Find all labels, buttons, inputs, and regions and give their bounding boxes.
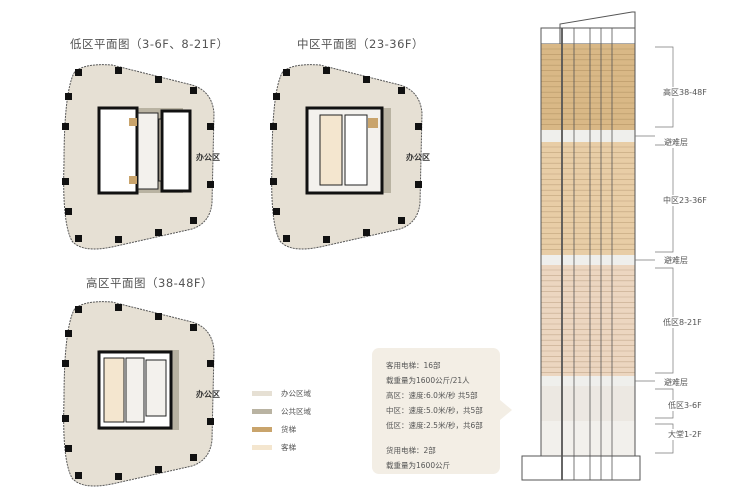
freight-elevator-swatch — [252, 426, 272, 432]
roof-parapet — [540, 27, 561, 45]
zone-label: 低区3-6F — [668, 400, 702, 411]
legend-label: 办公区域 — [281, 388, 311, 398]
office-swatch — [252, 390, 272, 396]
facade-outline — [540, 27, 636, 457]
zone-label: 中区23-36F — [663, 195, 707, 206]
legend-item: 公共区域 — [252, 402, 311, 420]
zone-band — [541, 386, 635, 421]
elevator-info-callout: 客用电梯：16部 载重量为1600公斤/21人 高区：速度:6.0米/秒 共5部… — [372, 348, 512, 474]
legend-item: 客梯 — [252, 438, 311, 456]
info-line: 载重量为1600公斤 — [386, 461, 451, 470]
passenger-elevator-swatch — [252, 444, 272, 450]
zone-band — [541, 265, 635, 376]
refuge-floor-label: 避难层 — [664, 137, 688, 148]
zone-band — [541, 130, 635, 142]
info-line: 高区：速度:6.0米/秒 共5部 — [386, 391, 478, 400]
mid-plan-office-label: 办公区 — [406, 153, 430, 162]
basement — [521, 455, 641, 481]
public-swatch — [252, 408, 272, 414]
zone-label: 低区8-21F — [663, 317, 702, 328]
refuge-floor-label: 避难层 — [664, 377, 688, 388]
legend-label: 客梯 — [281, 442, 296, 452]
core — [97, 106, 192, 195]
mid-zone-floor-plan — [270, 64, 423, 250]
zone-band — [541, 44, 635, 130]
low-plan-title: 低区平面图（3-6F、8-21F） — [70, 37, 229, 51]
low-zone-floor-plan — [62, 64, 215, 250]
zone-band — [541, 142, 635, 255]
zone-label: 高区38-48F — [663, 87, 707, 98]
info-line: 低区：速度:2.5米/秒，共6部 — [386, 421, 483, 430]
info-line: 客用电梯：16部 — [386, 361, 441, 370]
high-plan-title: 高区平面图（38-48F） — [86, 276, 214, 290]
zone-band — [541, 421, 635, 456]
info-line: 中区：速度:5.0米/秒，共5部 — [386, 406, 483, 415]
legend-label: 货梯 — [281, 424, 296, 434]
zone-label: 大堂1-2F — [668, 429, 702, 440]
building-section — [521, 11, 674, 481]
low-plan-office-label: 办公区 — [196, 153, 220, 162]
legend-item: 办公区域 — [252, 384, 311, 402]
refuge-floor-label: 避难层 — [664, 255, 688, 266]
high-zone-floor-plan — [62, 301, 215, 487]
legend: 办公区域 公共区域 货梯 客梯 — [252, 384, 311, 456]
zone-band — [541, 255, 635, 265]
info-line: 货用电梯：2部 — [386, 446, 436, 455]
high-plan-office-label: 办公区 — [196, 390, 220, 399]
info-line: 载重量为1600公斤/21人 — [386, 376, 470, 385]
legend-label: 公共区域 — [281, 406, 311, 416]
mid-plan-title: 中区平面图（23-36F） — [297, 37, 425, 51]
zone-band — [541, 376, 635, 386]
legend-item: 货梯 — [252, 420, 311, 438]
